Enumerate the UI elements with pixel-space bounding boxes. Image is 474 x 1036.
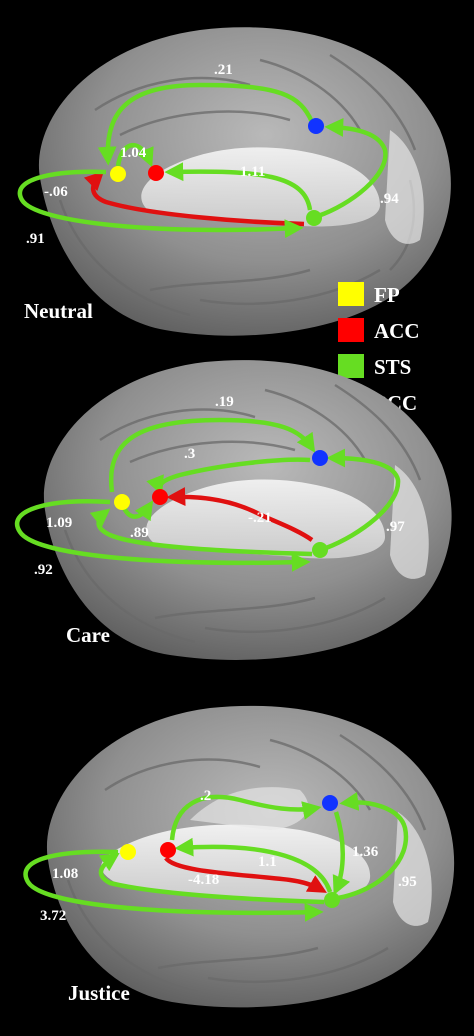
edge-justice-sts-pcc xyxy=(337,792,409,901)
edges-care xyxy=(15,417,401,572)
label-care-sts-fp: 1.09 xyxy=(46,515,72,531)
node-care-acc xyxy=(152,489,168,505)
brain-neutral xyxy=(38,27,451,336)
legend-item-fp: FP xyxy=(338,282,400,307)
edge-care-sts-pcc xyxy=(325,448,401,551)
edge-justice-pcc-sts xyxy=(332,811,351,896)
edge-neutral-sts-acc xyxy=(164,162,313,211)
legend-label-acc: ACC xyxy=(374,319,420,343)
nodes-justice xyxy=(120,795,340,908)
label-neutral-sts-fp: -.06 xyxy=(44,184,68,200)
edge-justice-fp-sts xyxy=(23,849,324,922)
label-justice-sts-fp: 1.08 xyxy=(52,866,78,882)
label-justice-sts-pcc: .95 xyxy=(398,874,417,890)
label-neutral-sts-acc: 1.11 xyxy=(240,164,265,180)
label-care-fp-acc: .89 xyxy=(130,525,149,541)
edge-neutral-sts-pcc xyxy=(317,117,388,219)
node-neutral-acc xyxy=(148,165,164,181)
label-neutral-sts-pcc: .94 xyxy=(380,191,399,207)
panel-justice: .2 1.36 .95 1.1 -4.18 1.08 3.72 Justice xyxy=(23,705,455,1008)
brain-justice xyxy=(46,705,455,1008)
label-neutral-fp-acc: 1.04 xyxy=(120,145,147,161)
edge-care-fp-pcc xyxy=(108,417,316,493)
labels-justice: .2 1.36 .95 1.1 -4.18 1.08 3.72 xyxy=(40,788,417,924)
node-care-pcc xyxy=(312,450,328,466)
edge-neutral-fp-acc xyxy=(115,142,154,168)
label-care-fp-sts: .92 xyxy=(34,562,53,578)
edge-neutral-fp-sts xyxy=(17,169,304,239)
legend-label-fp: FP xyxy=(374,283,400,307)
label-justice-fp-sts: 3.72 xyxy=(40,908,66,924)
labels-neutral: .94 .21 1.04 1.11 -.06 .91 xyxy=(26,62,399,247)
label-care-sts-pcc: .97 xyxy=(386,519,405,535)
legend-item-acc: ACC xyxy=(338,318,420,343)
node-neutral-sts xyxy=(306,210,322,226)
edge-neutral-pcc-fp xyxy=(97,82,315,166)
edge-care-pcc-acc xyxy=(146,457,311,496)
label-justice-acc-pcc: .2 xyxy=(200,788,211,804)
edges-neutral xyxy=(17,82,388,239)
legend-label-sts: STS xyxy=(374,355,411,379)
panel-neutral: .94 .21 1.04 1.11 -.06 .91 Neutral xyxy=(17,27,451,336)
edges-justice xyxy=(23,792,409,922)
label-care-sts-acc: -.21 xyxy=(248,510,272,526)
label-neutral-pcc-fp: .21 xyxy=(214,62,233,78)
node-neutral-fp xyxy=(110,166,126,182)
node-neutral-pcc xyxy=(308,118,324,134)
legend-item-sts: STS xyxy=(338,354,411,379)
label-justice-sts-acc: 1.1 xyxy=(258,854,277,870)
labels-care: .97 .19 .3 .89 -.21 1.09 .92 xyxy=(34,394,405,578)
node-justice-acc xyxy=(160,842,176,858)
node-care-fp xyxy=(114,494,130,510)
label-justice-acc-sts: -4.18 xyxy=(188,872,219,888)
label-neutral-fp-sts: .91 xyxy=(26,231,45,247)
edge-care-sts-fp xyxy=(89,508,313,557)
edge-care-fp-acc xyxy=(121,500,154,522)
edge-care-fp-sts xyxy=(15,499,311,572)
legend-swatch-acc xyxy=(338,318,364,342)
label-care-pcc-acc: .3 xyxy=(184,446,195,462)
edge-care-sts-acc xyxy=(166,487,314,542)
condition-label-neutral: Neutral xyxy=(24,299,93,323)
legend-swatch-fp xyxy=(338,282,364,306)
condition-label-justice: Justice xyxy=(68,981,130,1005)
node-justice-sts xyxy=(324,892,340,908)
node-justice-fp xyxy=(120,844,136,860)
edge-justice-sts-fp xyxy=(98,852,325,905)
nodes-neutral xyxy=(110,118,324,226)
legend-swatch-sts xyxy=(338,354,364,378)
edge-justice-acc-pcc xyxy=(169,794,322,841)
condition-label-care: Care xyxy=(66,623,110,647)
edge-justice-acc-sts xyxy=(164,856,327,893)
edge-neutral-sts-fp xyxy=(83,170,305,227)
label-care-fp-pcc: .19 xyxy=(215,394,234,410)
panel-care: .97 .19 .3 .89 -.21 1.09 .92 Care xyxy=(15,360,452,660)
node-justice-pcc xyxy=(322,795,338,811)
node-care-sts xyxy=(312,542,328,558)
nodes-care xyxy=(114,450,328,558)
label-justice-pcc-sts: 1.36 xyxy=(352,844,379,860)
